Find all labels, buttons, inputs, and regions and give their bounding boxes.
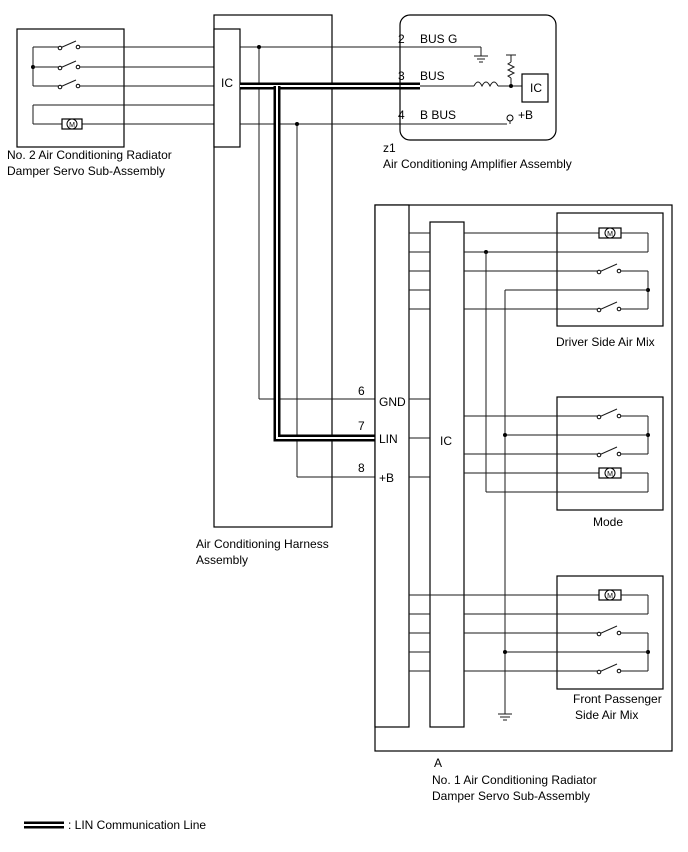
servo2-harness-wires (124, 46, 214, 125)
amplifier-code: z1 (383, 141, 396, 155)
amp-pin-3-name: BUS (420, 69, 445, 83)
servo2-ic-label: IC (221, 76, 233, 90)
servo1-pin-7-name: LIN (379, 432, 398, 446)
harness-label-line1: Air Conditioning Harness (196, 537, 329, 551)
legend-lin-text: : LIN Communication Line (68, 818, 206, 832)
amp-pin-4-num: 4 (398, 108, 405, 122)
servo2-label-line2: Damper Servo Sub-Assembly (7, 164, 165, 178)
amplifier-supply-label: +B (518, 108, 533, 122)
driver-mix-motor-symbol: M (607, 231, 613, 238)
servo2-motor-symbol: M (69, 122, 75, 129)
driver-mix-box (464, 212, 664, 327)
servo1-code: A (434, 756, 442, 770)
amp-pin-2-name: BUS G (420, 32, 457, 46)
servo1-ic-label: IC (440, 434, 452, 448)
servo1-rails (485, 252, 512, 721)
lin-communication-line (240, 82, 420, 442)
servo1-pin-8-name: +B (379, 471, 394, 485)
passenger-mix-label-line1: Front Passenger (573, 692, 662, 706)
amp-pin-2-num: 2 (398, 32, 405, 46)
servo1-bar-ic-wires (409, 232, 430, 672)
servo1-pin-8-num: 8 (358, 461, 365, 475)
driver-mix-label: Driver Side Air Mix (556, 335, 655, 349)
servo1-pin-6-num: 6 (358, 384, 365, 398)
mode-motor-symbol: M (607, 471, 613, 478)
servo1-pin-7-num: 7 (358, 419, 365, 433)
amplifier-box (399, 14, 557, 141)
harness-label-line2: Assembly (196, 553, 248, 567)
servo2-ic-block (213, 28, 241, 148)
amplifier-name: Air Conditioning Amplifier Assembly (383, 157, 572, 171)
amplifier-ic-label: IC (530, 81, 542, 95)
servo1-label-line1: No. 1 Air Conditioning Radiator (432, 773, 597, 787)
servo1-ic-block (429, 221, 465, 728)
servo2-switches (31, 40, 124, 90)
servo1-pin-6-name: GND (379, 395, 406, 409)
amp-pin-3-num: 3 (398, 69, 405, 83)
mode-box (464, 396, 664, 511)
harness-wires (240, 45, 420, 478)
servo2-motor (32, 104, 124, 130)
servo1-label-line2: Damper Servo Sub-Assembly (432, 789, 590, 803)
amp-pin-4-name: B BUS (420, 108, 456, 122)
passenger-mix-box (409, 575, 664, 690)
mode-label: Mode (593, 515, 623, 529)
passenger-mix-label-line2: Side Air Mix (575, 708, 638, 722)
servo1-connector-bar (374, 204, 410, 728)
amplifier-internal (420, 46, 549, 125)
passenger-mix-motor-symbol: M (607, 593, 613, 600)
servo2-label-line1: No. 2 Air Conditioning Radiator (7, 148, 172, 162)
harness-box (213, 14, 333, 528)
